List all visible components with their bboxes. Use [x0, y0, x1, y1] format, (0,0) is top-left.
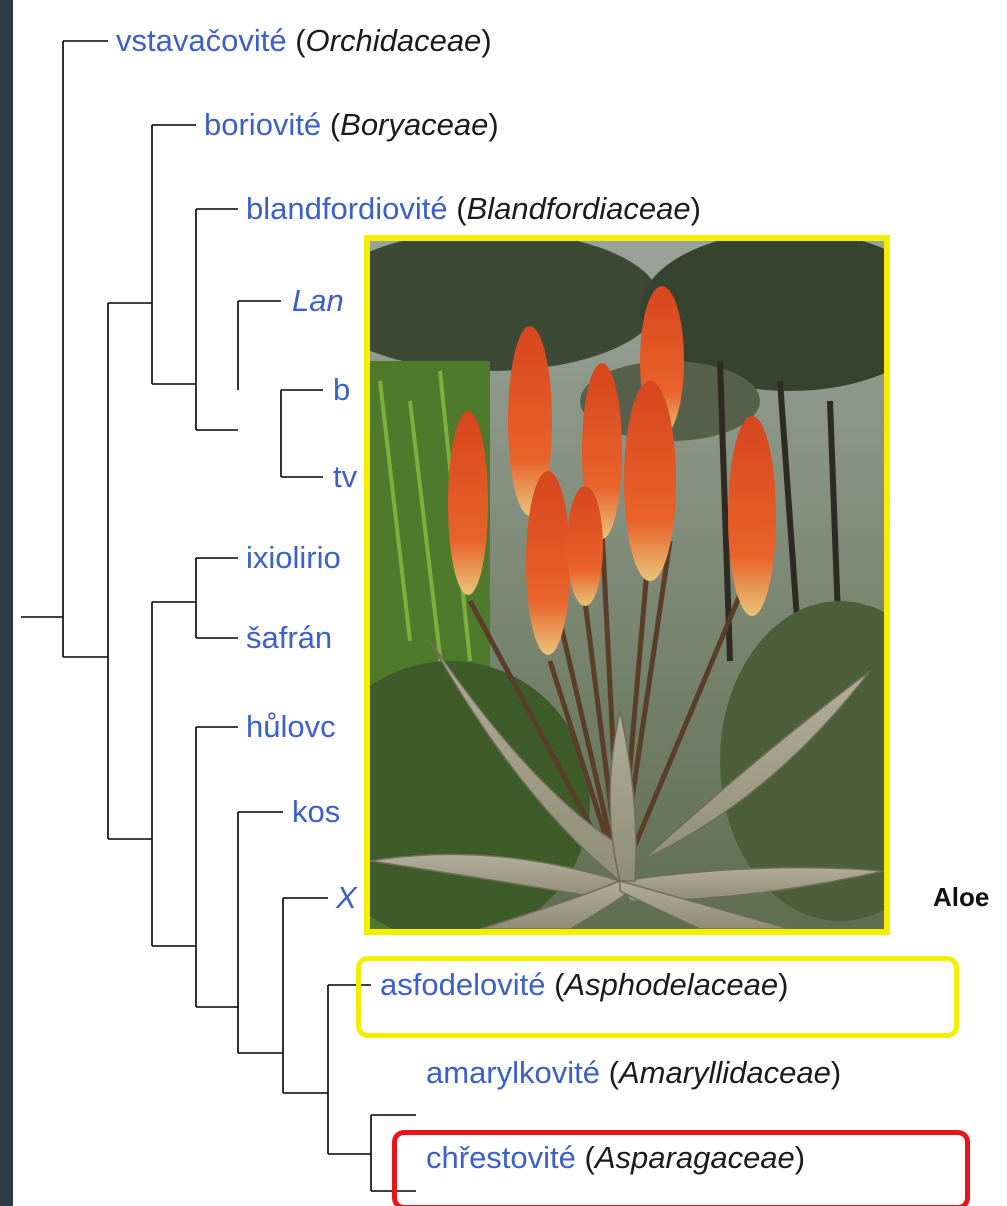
aloe-photo	[364, 235, 890, 935]
latin-name: Orchidaceae	[306, 23, 482, 58]
latin-name: Boryaceae	[340, 107, 488, 142]
czech-name[interactable]: tv	[333, 459, 357, 494]
czech-name[interactable]: šafrán	[246, 620, 332, 655]
asparagaceae-highlight-box	[392, 1130, 970, 1206]
phylogenetic-tree-diagram: vstavačovité (Orchidaceae) boriovité (Bo…	[13, 0, 1007, 1206]
taxon-label-iridaceae[interactable]: šafrán	[246, 620, 332, 656]
latin-name[interactable]: Lan	[292, 283, 344, 318]
taxon-label-amaryllidaceae[interactable]: amarylkovité (Amaryllidaceae)	[426, 1055, 841, 1091]
latin-name[interactable]: X	[336, 880, 357, 915]
aloe-plant-illustration	[370, 241, 884, 929]
taxon-label-boryaceae[interactable]: boriovité (Boryaceae)	[204, 107, 499, 143]
taxon-label-lanariaceae[interactable]: Lan	[292, 283, 344, 319]
taxon-label-tv[interactable]: tv	[333, 459, 357, 495]
taxon-label-xeronemataceae[interactable]: X	[336, 880, 357, 916]
latin-name: Amaryllidaceae	[619, 1055, 831, 1090]
taxon-label-ixioliriaceae[interactable]: ixiolirio	[246, 540, 341, 576]
czech-name[interactable]: boriovité	[204, 107, 321, 142]
czech-name[interactable]: amarylkovité	[426, 1055, 600, 1090]
czech-name[interactable]: kos	[292, 794, 340, 829]
taxon-label-tecophilaeaceae[interactable]: hůlovc	[246, 709, 336, 745]
photo-caption: Aloe	[933, 882, 989, 913]
czech-name[interactable]: vstavačovité	[116, 23, 287, 58]
czech-name[interactable]: ixiolirio	[246, 540, 341, 575]
latin-name: Blandfordiaceae	[467, 191, 691, 226]
taxon-label-b[interactable]: b	[333, 372, 350, 408]
czech-name[interactable]: blandfordiovité	[246, 191, 448, 226]
taxon-label-blandfordiaceae[interactable]: blandfordiovité (Blandfordiaceae)	[246, 191, 701, 227]
czech-name[interactable]: hůlovc	[246, 709, 336, 744]
taxon-label-doryanthaceae[interactable]: kos	[292, 794, 340, 830]
czech-name[interactable]: b	[333, 372, 350, 407]
asphodelaceae-highlight-box	[356, 956, 959, 1038]
taxon-label-orchidaceae[interactable]: vstavačovité (Orchidaceae)	[116, 23, 492, 59]
